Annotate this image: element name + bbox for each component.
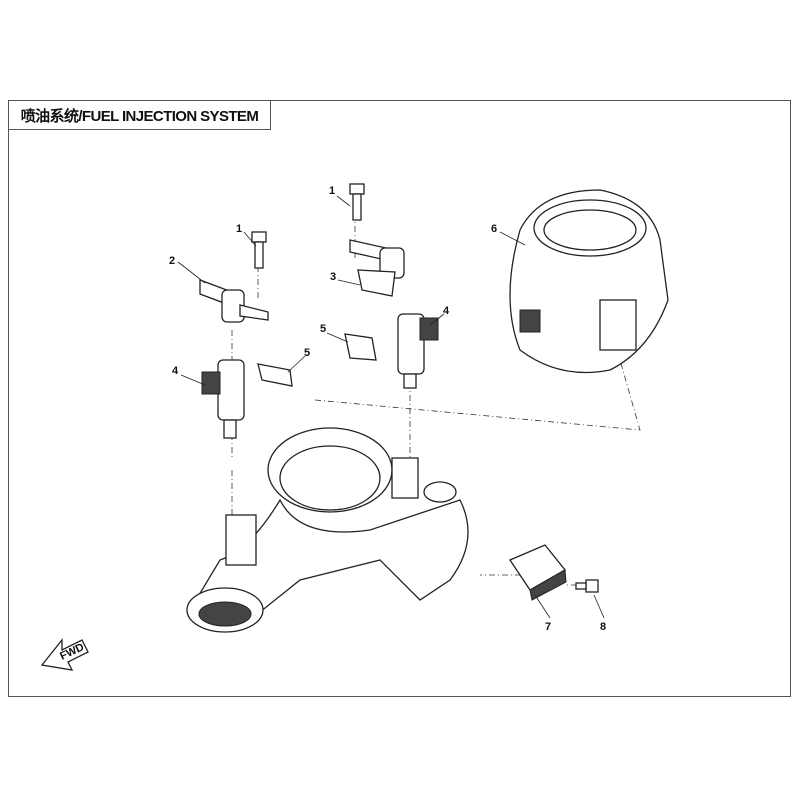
bolt-part[interactable]	[349, 183, 365, 221]
forward-arrow-icon: FWD	[40, 638, 89, 671]
fuel-connector-bracket-part[interactable]	[349, 239, 405, 297]
callouts: 1 1 2 3 4 4 5 5 6 7 8	[169, 185, 606, 633]
callout-1: 1	[236, 223, 242, 235]
diagram-frame	[8, 100, 791, 697]
throttle-body-part[interactable]	[509, 189, 669, 374]
callout-5: 5	[304, 347, 310, 359]
callout-4: 4	[443, 305, 450, 317]
callout-6: 6	[491, 223, 497, 235]
bolt-part[interactable]	[251, 231, 267, 269]
injector-clip-part[interactable]	[344, 333, 377, 361]
callout-4: 4	[172, 365, 179, 377]
callout-7: 7	[545, 621, 551, 633]
screw-part[interactable]	[575, 579, 599, 593]
injector-clip-part[interactable]	[257, 363, 293, 387]
fuel-connector-part[interactable]	[199, 279, 269, 323]
callout-8: 8	[600, 621, 606, 633]
intake-manifold-part[interactable]	[186, 427, 469, 633]
callout-3: 3	[330, 271, 336, 283]
map-sensor-part[interactable]	[509, 544, 567, 601]
callout-1: 1	[329, 185, 335, 197]
callout-2: 2	[169, 255, 175, 267]
fuel-injector-part[interactable]	[201, 359, 245, 439]
diagram-title: 喷油系统/FUEL INJECTION SYSTEM	[8, 100, 271, 130]
leader-lines	[177, 195, 605, 619]
fuel-injector-part[interactable]	[397, 313, 439, 389]
callout-5: 5	[320, 323, 326, 335]
